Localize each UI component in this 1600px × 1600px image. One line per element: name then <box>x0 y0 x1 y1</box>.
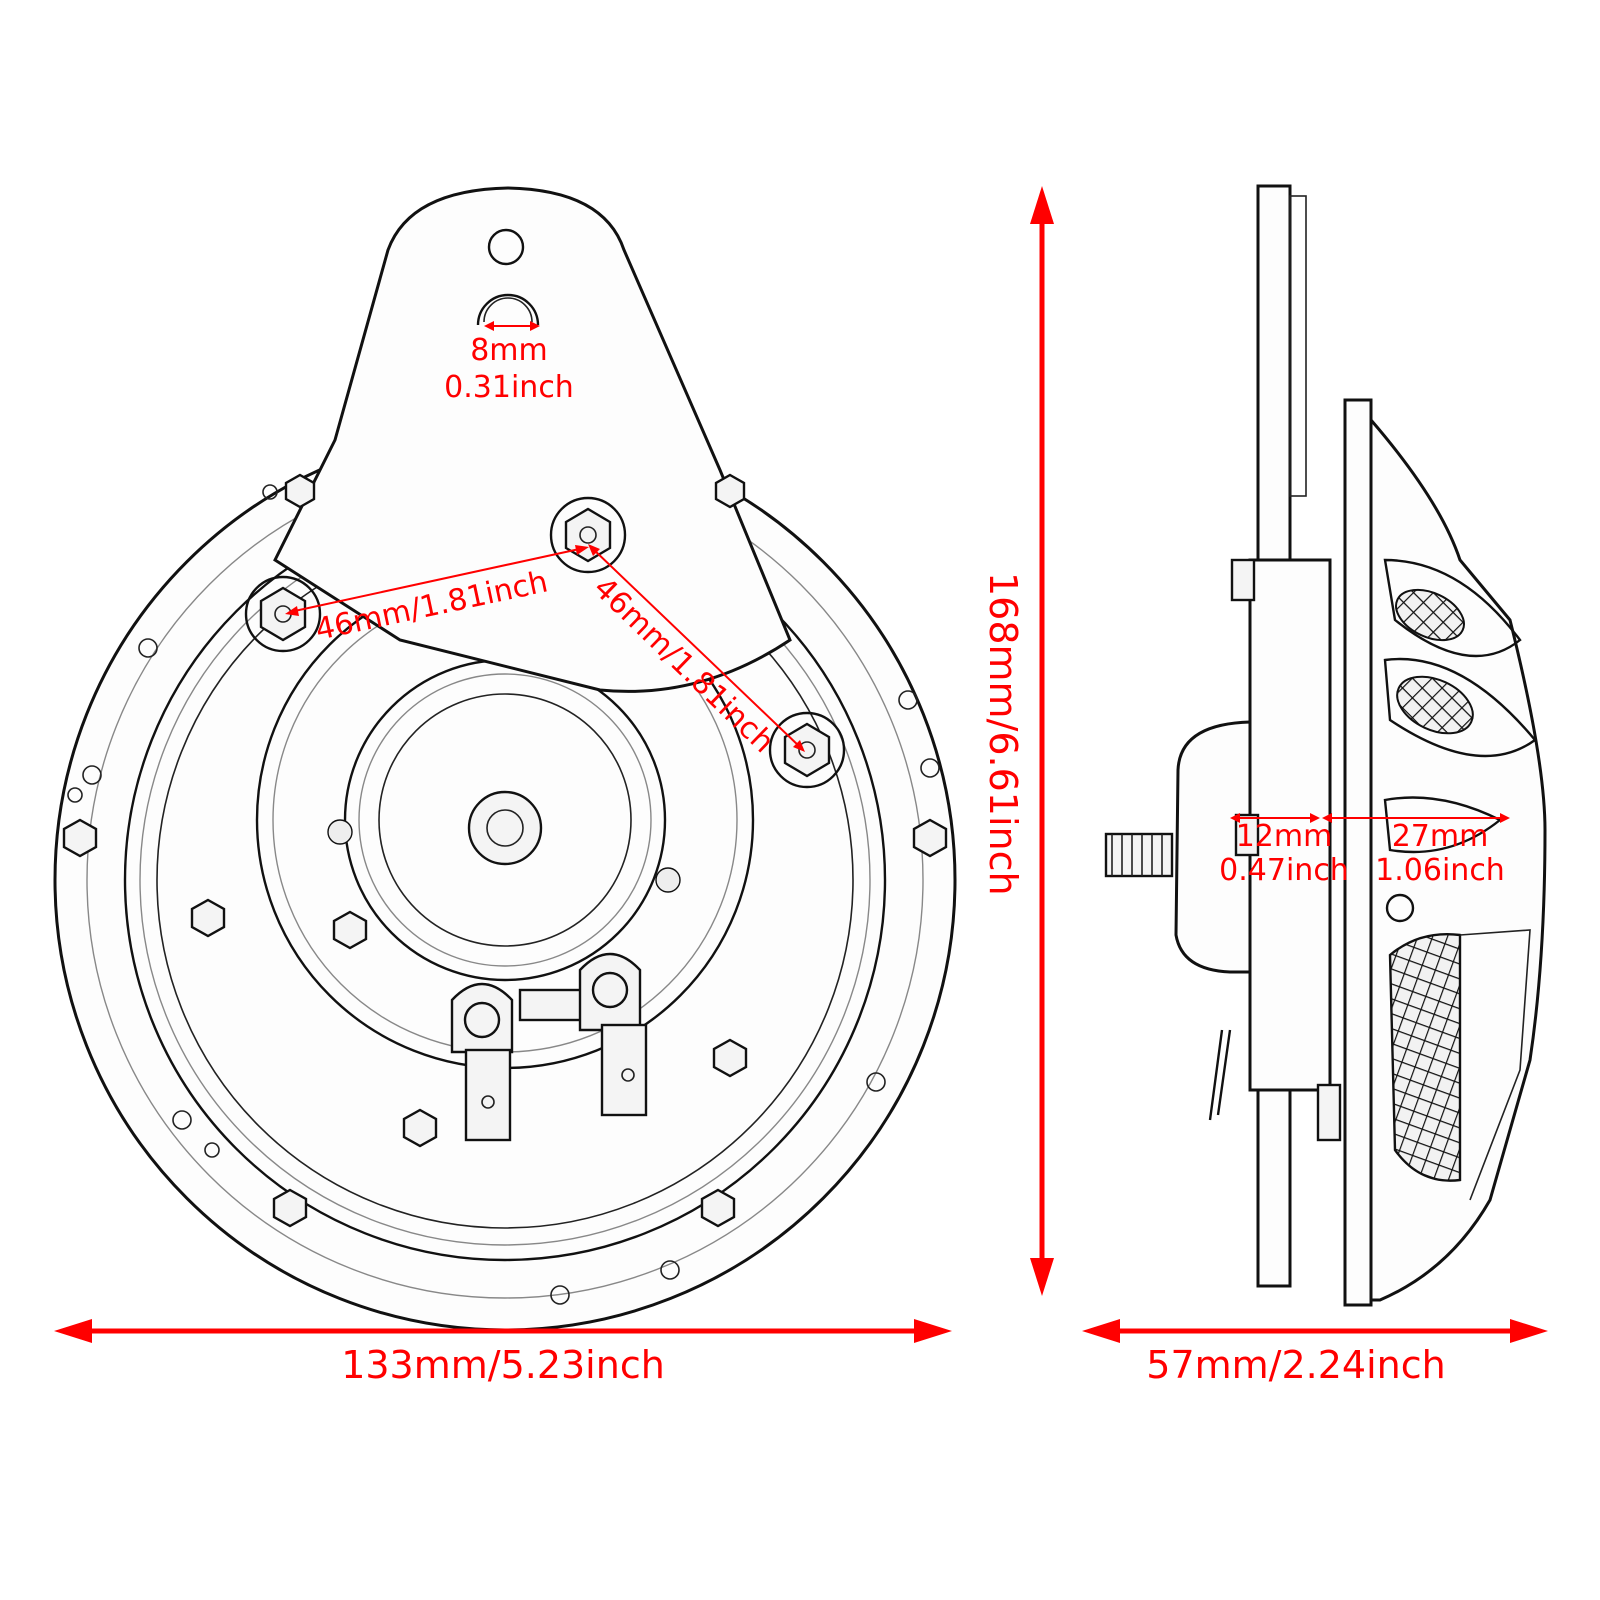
threaded-stud <box>1104 832 1174 878</box>
mount-hole-inch-label: 0.31inch <box>444 370 574 405</box>
wire-terminals <box>450 952 648 1142</box>
height-label: 168mm/6.61inch <box>981 572 1025 896</box>
bracket-bolt-left <box>244 575 322 653</box>
rim-holes <box>67 484 940 1305</box>
side-nut-bottom <box>1316 1083 1342 1142</box>
dim-depth: 57mm/2.24inch <box>1082 1319 1548 1387</box>
dim-base-depth: 12mm 0.47inch <box>1219 813 1349 888</box>
grille-depth-mm-label: 27mm <box>1392 819 1489 854</box>
dim-width: 133mm/5.23inch <box>54 1319 952 1387</box>
base-depth-mm-label: 12mm <box>1236 819 1333 854</box>
wire-lead <box>1208 1029 1232 1121</box>
grille-slot-2 <box>1383 657 1537 758</box>
dim-height: 168mm/6.61inch <box>981 186 1054 1296</box>
dim-mount-hole: 8mm 0.31inch <box>444 321 574 405</box>
base-depth-inch-label: 0.47inch <box>1219 853 1349 888</box>
bracket-top-hole <box>487 228 525 266</box>
width-label: 133mm/5.23inch <box>341 1343 665 1387</box>
horn-front-view <box>53 186 957 1332</box>
grille-main-mesh <box>1388 933 1462 1182</box>
dim-grille-depth: 27mm 1.06inch <box>1322 813 1510 888</box>
rim-nuts <box>62 473 948 1228</box>
side-motor-cap <box>1174 720 1252 974</box>
mounting-bracket <box>273 186 792 693</box>
grille-slot-3 <box>1383 796 1503 854</box>
depth-label: 57mm/2.24inch <box>1146 1343 1445 1387</box>
horn-side-view <box>1104 184 1547 1307</box>
side-flange <box>1343 398 1373 1307</box>
mounting-slot <box>476 293 540 326</box>
grille-slot-1 <box>1383 558 1522 658</box>
bracket-bolt-right <box>768 711 846 789</box>
diaphragm-vent-left <box>327 819 353 845</box>
side-nut-top <box>1230 558 1256 602</box>
grille-depth-inch-label: 1.06inch <box>1375 853 1505 888</box>
diaphragm-vent-right <box>655 867 681 893</box>
side-nut-mid <box>1234 813 1260 857</box>
center-stud <box>467 790 543 866</box>
mount-hole-mm-label: 8mm <box>470 333 548 368</box>
